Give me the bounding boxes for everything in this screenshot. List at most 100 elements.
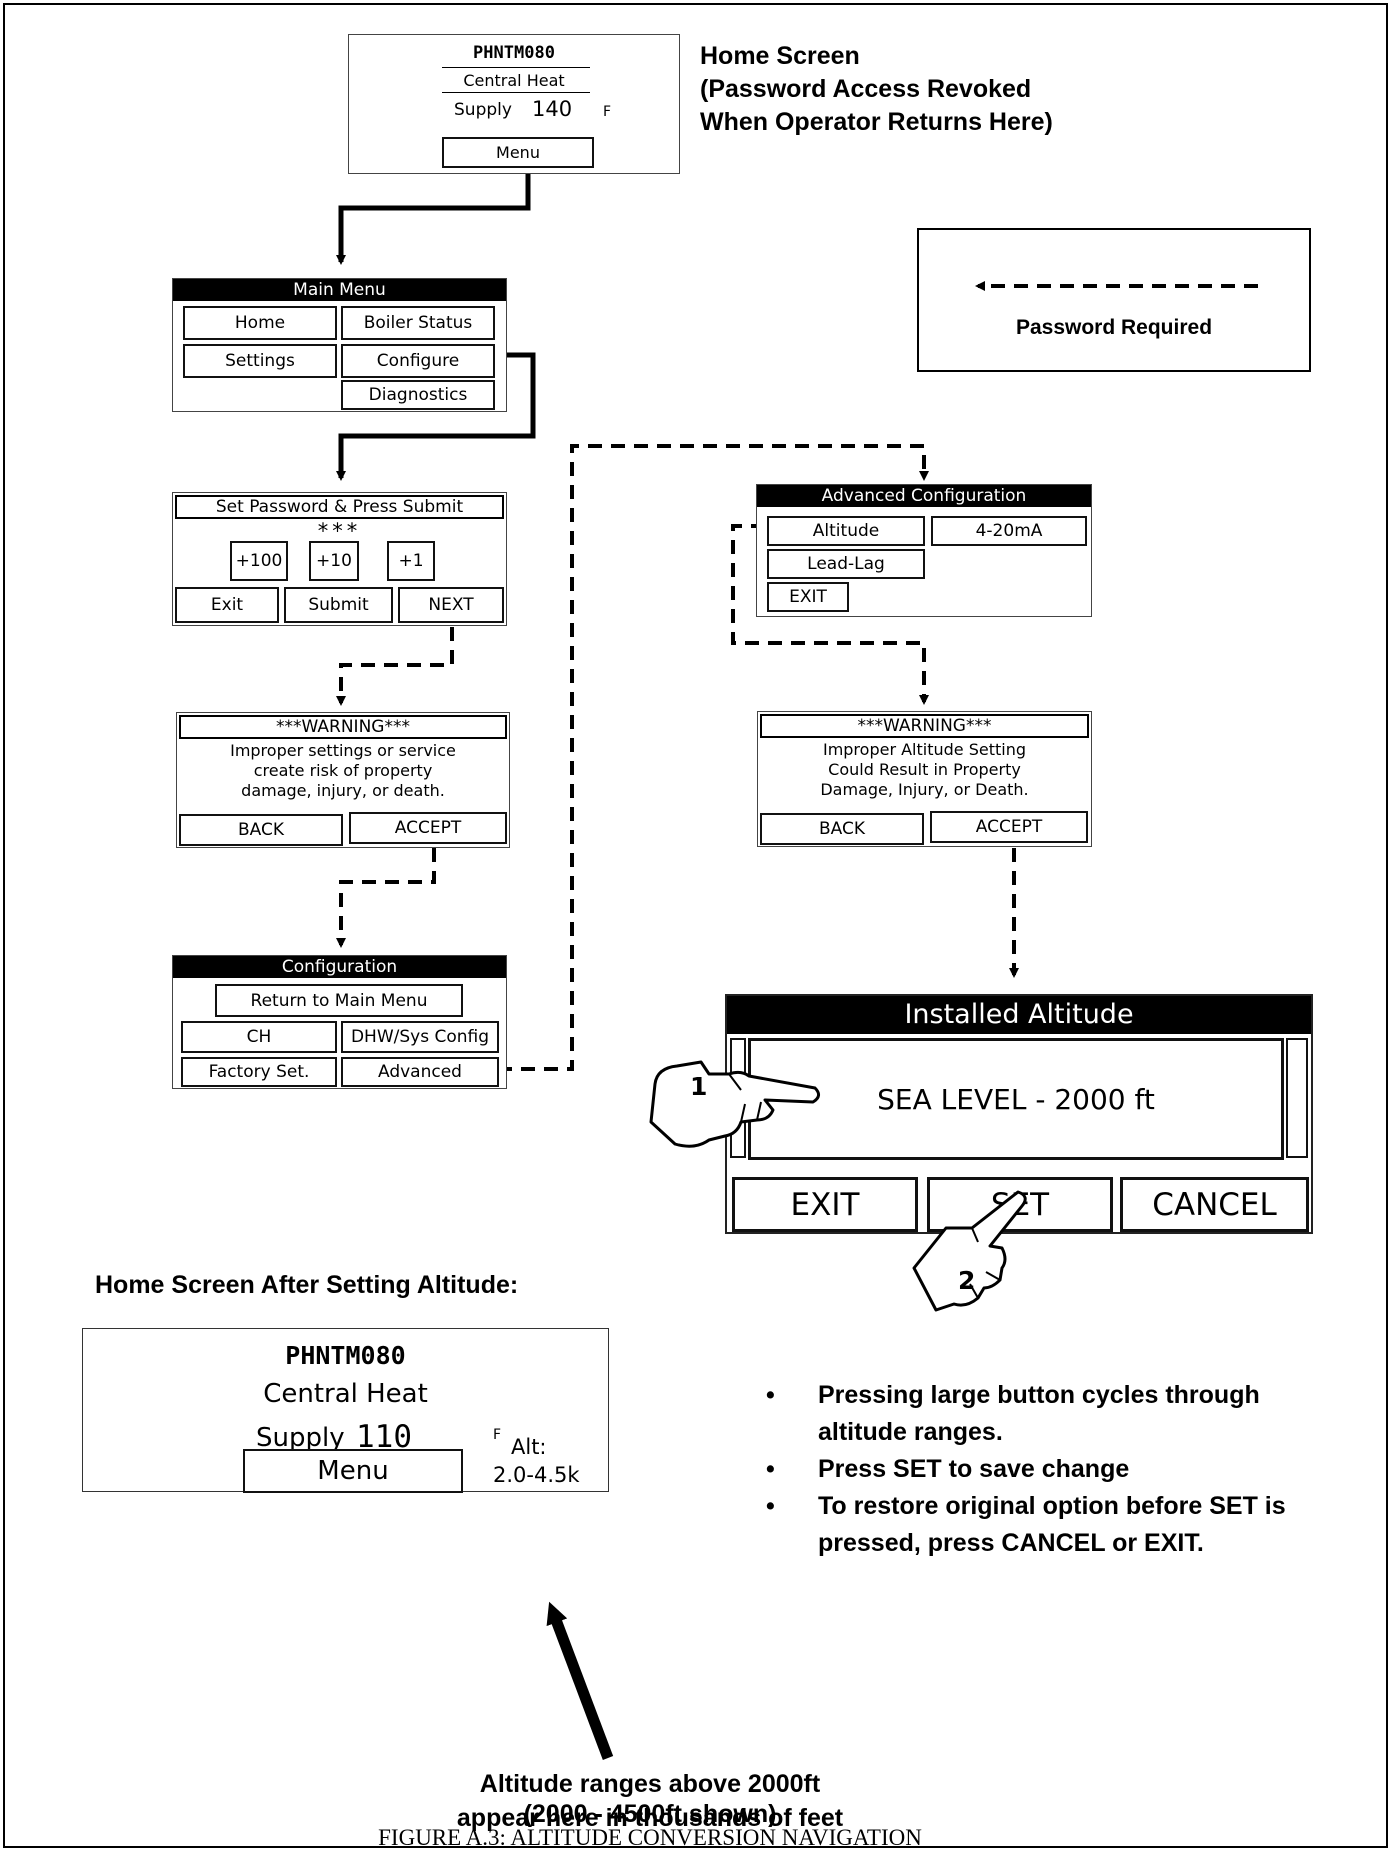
alt-caption-line: appear here in thousands of feet (456, 1804, 844, 1832)
plus-1-button[interactable]: +1 (387, 541, 435, 581)
exit-button[interactable]: EXIT (732, 1177, 918, 1232)
advanced-config-screen: Advanced Configuration Altitude 4-20mA L… (756, 484, 1092, 617)
configuration-title: Configuration (173, 956, 506, 978)
figure-frame (3, 3, 1388, 1848)
bullet-icon: • (766, 1492, 775, 1520)
return-main-menu-button[interactable]: Return to Main Menu (215, 984, 463, 1017)
list-item: • Press SET to save change (766, 1451, 1326, 1488)
main-menu-title: Main Menu (173, 279, 506, 301)
back-button[interactable]: BACK (179, 814, 343, 846)
diagnostics-button[interactable]: Diagnostics (341, 380, 495, 410)
arrow-next-to-warning (336, 627, 454, 706)
list-item-text: Press SET to save change (818, 1455, 1130, 1483)
warning-text: Improper Altitude Setting Could Result i… (758, 740, 1091, 800)
plus-10-button[interactable]: +10 (309, 541, 359, 581)
altitude-button[interactable]: Altitude (767, 516, 925, 546)
advanced-button[interactable]: Advanced (341, 1057, 499, 1087)
main-menu-screen: Main Menu Home Boiler Status Settings Co… (172, 278, 507, 412)
next-button[interactable]: NEXT (398, 587, 504, 623)
password-title: Set Password & Press Submit (175, 495, 504, 519)
legend-label: Password Required (1015, 316, 1213, 339)
pointing-hand-icon (649, 1060, 820, 1148)
step-2-label: 2 (958, 1266, 976, 1295)
password-screen: Set Password & Press Submit *** +100 +10… (172, 492, 507, 626)
alt-value: 2.0-4.5k (493, 1463, 580, 1487)
settings-button[interactable]: Settings (183, 344, 337, 378)
home-menu-button[interactable]: Menu (243, 1449, 463, 1493)
configure-button[interactable]: Configure (341, 344, 495, 378)
accept-button[interactable]: ACCEPT (349, 812, 507, 844)
password-mask: *** (317, 519, 362, 543)
home-menu-button[interactable]: Menu (442, 137, 594, 168)
home-supply-label: Supply (454, 100, 512, 120)
instructions-list: • Pressing large button cycles through a… (766, 1377, 1326, 1562)
warning-title: ***WARNING*** (760, 714, 1089, 738)
advanced-config-title: Advanced Configuration (757, 485, 1091, 507)
list-item: • To restore original option before SET … (766, 1488, 1326, 1562)
warning-text: Improper settings or service create risk… (177, 741, 509, 801)
arrow-altitude-to-warning (731, 524, 929, 705)
warning-line: Damage, Injury, or Death. (820, 780, 1029, 799)
plus-100-button[interactable]: +100 (230, 541, 288, 581)
home-mode: Central Heat (463, 71, 565, 90)
alt-label: Alt: (511, 1435, 547, 1459)
warning-line: damage, injury, or death. (241, 781, 445, 800)
home-supply-label: Supply (256, 1423, 345, 1453)
alt-caption-line: (2000 - 4500ft shown) (523, 1800, 777, 1828)
cancel-button[interactable]: CANCEL (1120, 1177, 1309, 1232)
bullet-icon: • (766, 1455, 775, 1483)
warning-title: ***WARNING*** (179, 715, 507, 739)
legend-box: Password Required (917, 228, 1311, 372)
pointing-hand-icon (912, 1190, 1027, 1312)
home-model: PHNTM080 (285, 1341, 406, 1370)
list-item-text: To restore original option before SET is… (818, 1492, 1286, 1557)
arrow-configure-to-password (336, 352, 536, 481)
configuration-screen: Configuration Return to Main Menu CH DHW… (172, 955, 507, 1089)
list-item: • Pressing large button cycles through a… (766, 1377, 1326, 1451)
warning-line: Could Result in Property (828, 760, 1021, 779)
dhw-sys-config-button[interactable]: DHW/Sys Config (341, 1021, 499, 1053)
home-button[interactable]: Home (183, 306, 337, 340)
alt-caption: Altitude ranges above 2000ft appear here… (300, 1767, 1000, 1835)
scroll-right[interactable] (1286, 1038, 1308, 1158)
altitude-range-button[interactable]: SEA LEVEL - 2000 ft (748, 1038, 1284, 1160)
back-button[interactable]: BACK (760, 813, 924, 845)
installed-altitude-title: Installed Altitude (727, 996, 1311, 1034)
altitude-warning-screen: ***WARNING*** Improper Altitude Setting … (757, 711, 1092, 847)
home-mode: Central Heat (263, 1379, 428, 1409)
arrow-home-to-main-menu (336, 168, 531, 265)
home-screen-after: PHNTM080 Central Heat Supply 110 F Menu … (82, 1328, 609, 1493)
arrow-advanced-to-advanced-config (498, 444, 929, 1071)
home-supply-value: 140 (532, 97, 573, 121)
divider (442, 67, 590, 68)
home-caption-line: (Password Access Revoked (700, 75, 1032, 103)
warning-line: Improper settings or service (230, 741, 456, 760)
warning-line: Improper Altitude Setting (822, 740, 1027, 759)
boiler-status-button[interactable]: Boiler Status (341, 306, 495, 340)
home-unit: F (603, 104, 612, 120)
step-1-label: 1 (690, 1072, 708, 1101)
arrow-to-alt-readout (546, 1601, 614, 1760)
arrow-accept-to-configuration (336, 848, 436, 948)
warning-line: create risk of property (253, 761, 433, 780)
home-unit: F (493, 1427, 502, 1443)
factory-set-button[interactable]: Factory Set. (181, 1057, 337, 1087)
warning-screen: ***WARNING*** Improper settings or servi… (176, 712, 510, 848)
divider (442, 92, 590, 93)
4-20ma-button[interactable]: 4-20mA (931, 516, 1087, 546)
exit-button[interactable]: Exit (175, 587, 279, 623)
exit-button[interactable]: EXIT (767, 582, 849, 612)
home-caption-line: Home Screen (700, 42, 860, 70)
accept-button[interactable]: ACCEPT (930, 811, 1088, 843)
bullet-icon: • (766, 1381, 775, 1409)
ch-button[interactable]: CH (181, 1021, 337, 1053)
home-caption-line: When Operator Returns Here) (700, 108, 1053, 136)
home-caption: Home Screen (Password Access Revoked Whe… (700, 40, 1053, 139)
figure-title: FIGURE A.3: ALTITUDE CONVERSION NAVIGATI… (378, 1825, 922, 1848)
submit-button[interactable]: Submit (284, 587, 393, 623)
home-screen: PHNTM080 Central Heat Supply 140 F Menu (348, 34, 680, 174)
list-item-text: Pressing large button cycles through alt… (818, 1381, 1260, 1446)
footer-area: (2000 - 4500ft shown) FIGURE A.3: ALTITU… (300, 1800, 1000, 1848)
lead-lag-button[interactable]: Lead-Lag (767, 549, 925, 579)
